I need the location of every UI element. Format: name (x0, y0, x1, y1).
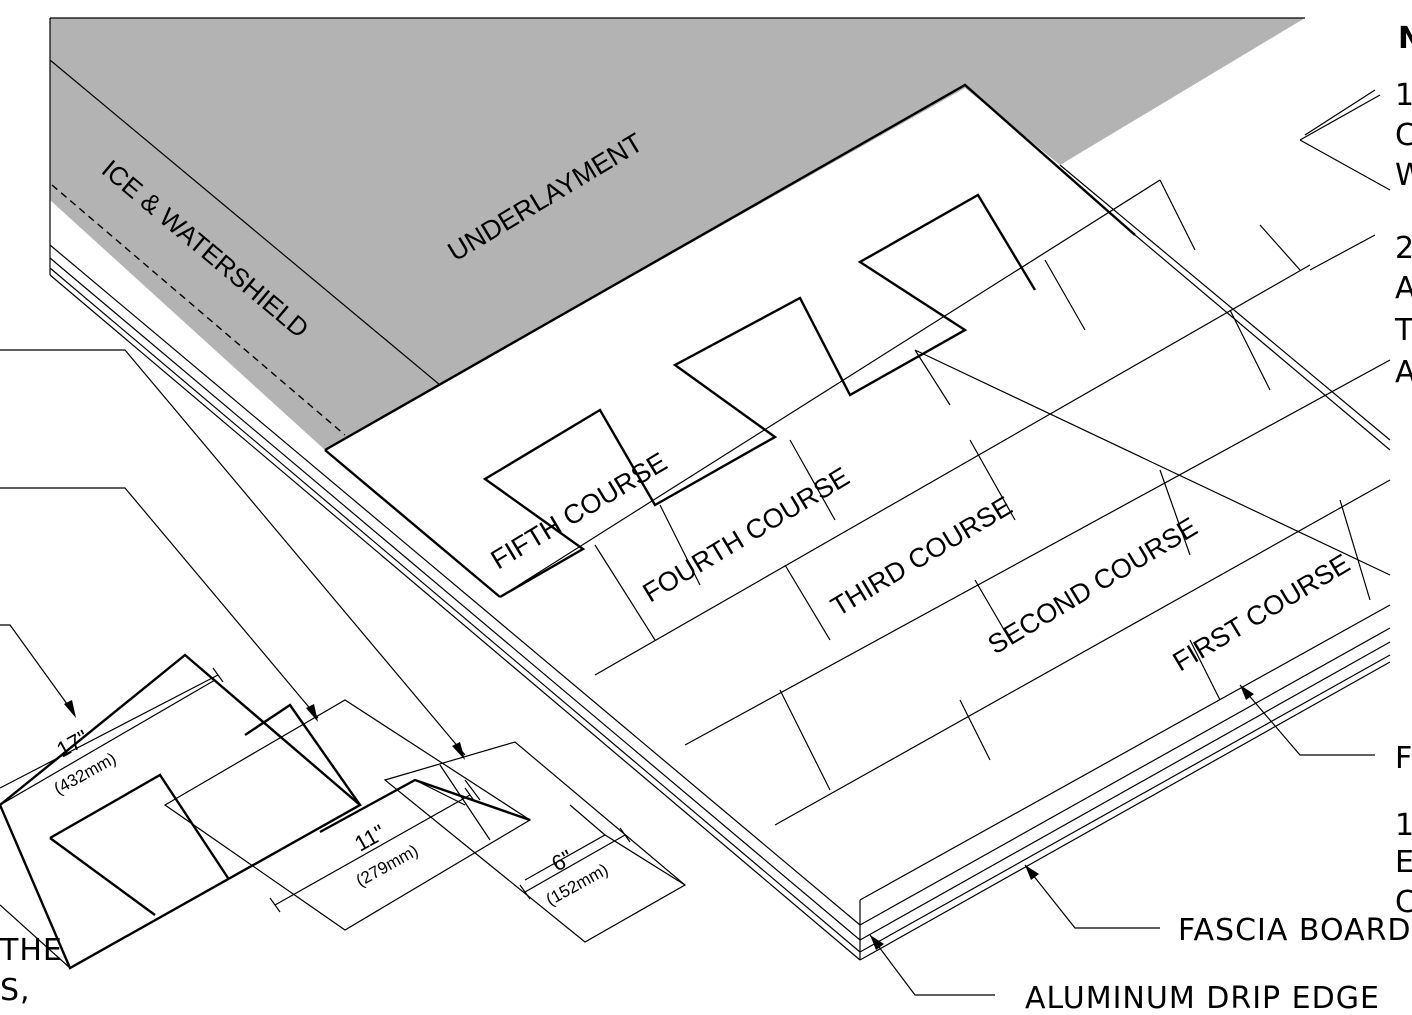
label-fourth-course: FOURTH COURSE (638, 461, 855, 608)
callout-aluminum-drip-edge: ALUMINUM DRIP EDGE (1025, 981, 1380, 1015)
note-2a: 2 (1395, 231, 1412, 266)
underlayment-area (50, 18, 1305, 450)
notes-header: N (1398, 21, 1412, 56)
shingle-detail (0, 653, 687, 970)
callout-left-text-2: S, (0, 973, 31, 1008)
fifth-course-edge (324, 83, 1136, 452)
note-2d: A (1395, 355, 1412, 390)
dim-6-mm: (152mm) (543, 860, 612, 910)
watershield-edge (51, 184, 346, 436)
roof-outline (49, 17, 1391, 961)
note-r2: 1. (1395, 808, 1412, 843)
note-1b: C (1395, 118, 1412, 153)
note-1c: W (1395, 158, 1412, 193)
callout-fascia-board: FASCIA BOARD (1178, 913, 1412, 948)
label-fifth-course: FIFTH COURSE (486, 447, 672, 575)
note-r1: F (1395, 741, 1412, 776)
right-leaders (869, 89, 1376, 996)
note-2b: A (1395, 271, 1412, 306)
dim-6-in: 6" (547, 845, 577, 877)
course-lines (499, 94, 1391, 901)
notes-column: N 1. C W 2 A T A F 1. E C (1394, 21, 1412, 920)
dimension-lines (0, 667, 631, 913)
dim-11-in: 11" (350, 820, 389, 857)
tab-dividers (594, 179, 1371, 791)
note-r4: C (1395, 885, 1412, 920)
arrowheads (64, 685, 1254, 950)
note-r3: E (1395, 845, 1412, 880)
note-2c: T (1394, 313, 1412, 348)
label-second-course: SECOND COURSE (983, 512, 1203, 661)
label-first-course: FIRST COURSE (1168, 548, 1355, 677)
note-1a: 1. (1395, 78, 1412, 113)
callout-left-text-1: THE (0, 933, 63, 968)
fifth-course-bottom (482, 193, 1037, 599)
